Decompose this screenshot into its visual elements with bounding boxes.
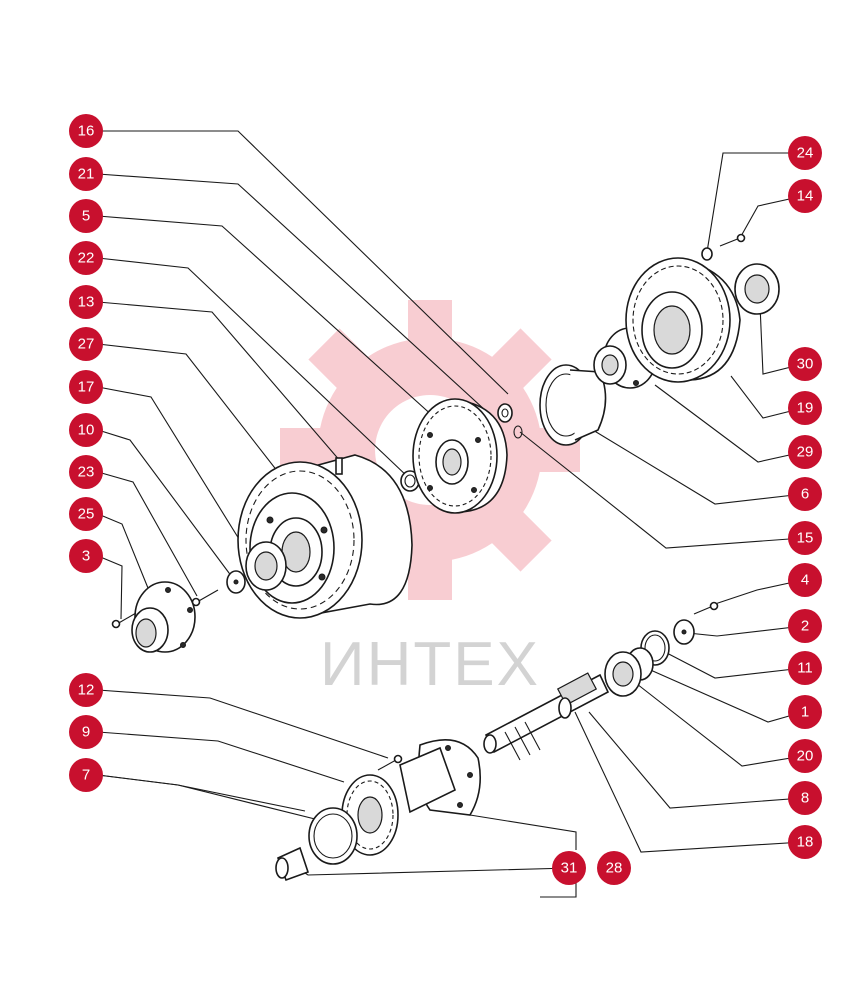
callout-1[interactable]: 1 (788, 695, 822, 729)
part-flange-shaft-31 (399, 738, 481, 816)
callout-8[interactable]: 8 (788, 781, 822, 815)
callout-30[interactable]: 30 (788, 347, 822, 381)
callout-badges: 16 21 5 22 13 27 17 10 23 25 3 12 9 7 24… (69, 114, 822, 885)
part-shaft-spline-18 (558, 697, 572, 719)
part-pin-13 (335, 457, 343, 475)
part-spring-15 (513, 425, 523, 439)
svg-text:1: 1 (801, 704, 809, 721)
part-output-shaft-8 (483, 672, 610, 761)
part-bearing-30 (734, 263, 780, 315)
svg-text:2: 2 (801, 618, 809, 635)
callout-12[interactable]: 12 (69, 673, 103, 707)
part-clutch-housing-19 (625, 257, 741, 383)
svg-text:28: 28 (606, 860, 623, 877)
svg-text:19: 19 (797, 400, 814, 417)
callout-23[interactable]: 23 (69, 455, 103, 489)
callout-28[interactable]: 28 (597, 851, 631, 885)
svg-text:29: 29 (797, 444, 814, 461)
part-washer-2 (673, 619, 695, 645)
part-flange-25 (131, 581, 196, 653)
svg-text:31: 31 (561, 860, 578, 877)
svg-text:21: 21 (78, 166, 95, 183)
callout-9[interactable]: 9 (69, 715, 103, 749)
callout-27[interactable]: 27 (69, 327, 103, 361)
svg-text:30: 30 (797, 356, 814, 373)
callout-17[interactable]: 17 (69, 370, 103, 404)
callout-21[interactable]: 21 (69, 157, 103, 191)
svg-text:25: 25 (78, 506, 95, 523)
part-bolt-23 (191, 589, 219, 607)
leader-lines (97, 130, 804, 898)
svg-text:9: 9 (82, 724, 90, 741)
callout-16[interactable]: 16 (69, 114, 103, 148)
svg-text:13: 13 (78, 294, 95, 311)
svg-text:10: 10 (78, 422, 95, 439)
svg-text:6: 6 (801, 486, 809, 503)
svg-text:16: 16 (78, 123, 95, 140)
svg-text:18: 18 (797, 834, 814, 851)
part-hub-gear-5 (412, 398, 508, 514)
callout-11[interactable]: 11 (788, 651, 822, 685)
part-clutch-drum-27 (237, 454, 413, 619)
callout-25[interactable]: 25 (69, 497, 103, 531)
callout-29[interactable]: 29 (788, 435, 822, 469)
part-washer-24 (701, 247, 713, 261)
part-sleeve-28 (275, 846, 310, 882)
part-washer-10 (226, 570, 246, 594)
callout-22[interactable]: 22 (69, 241, 103, 275)
callout-4[interactable]: 4 (788, 563, 822, 597)
svg-text:7: 7 (82, 767, 90, 784)
callout-2[interactable]: 2 (788, 609, 822, 643)
callout-24[interactable]: 24 (788, 136, 822, 170)
callout-14[interactable]: 14 (788, 179, 822, 213)
svg-text:24: 24 (797, 145, 814, 162)
svg-text:22: 22 (78, 250, 95, 267)
part-ring-7 (308, 807, 358, 865)
watermark-text: ИНТЕХ (320, 630, 540, 699)
svg-text:27: 27 (78, 336, 95, 353)
svg-text:14: 14 (797, 188, 814, 205)
part-bolt-4 (693, 601, 719, 615)
callout-6[interactable]: 6 (788, 477, 822, 511)
svg-text:3: 3 (82, 548, 90, 565)
callout-3[interactable]: 3 (69, 539, 103, 573)
part-ring-gear-6 (539, 364, 607, 446)
callout-31[interactable]: 31 (552, 851, 586, 885)
svg-text:20: 20 (797, 748, 814, 765)
svg-text:8: 8 (801, 790, 809, 807)
svg-text:15: 15 (797, 530, 814, 547)
svg-text:23: 23 (78, 464, 95, 481)
svg-text:4: 4 (801, 572, 809, 589)
callout-20[interactable]: 20 (788, 739, 822, 773)
callout-19[interactable]: 19 (788, 391, 822, 425)
part-bolt-3 (111, 612, 137, 629)
part-bolt-12 (377, 754, 403, 771)
callout-10[interactable]: 10 (69, 413, 103, 447)
svg-text:17: 17 (78, 379, 95, 396)
svg-text:11: 11 (797, 660, 813, 677)
callout-15[interactable]: 15 (788, 521, 822, 555)
callout-13[interactable]: 13 (69, 285, 103, 319)
svg-text:5: 5 (82, 208, 90, 225)
callout-18[interactable]: 18 (788, 825, 822, 859)
callout-7[interactable]: 7 (69, 758, 103, 792)
svg-text:12: 12 (78, 682, 95, 699)
part-bolt-14 (719, 233, 746, 247)
part-bearing-20 (604, 651, 642, 697)
part-bearing-17 (245, 541, 287, 591)
part-washer-16 (497, 403, 513, 423)
callout-5[interactable]: 5 (69, 199, 103, 233)
